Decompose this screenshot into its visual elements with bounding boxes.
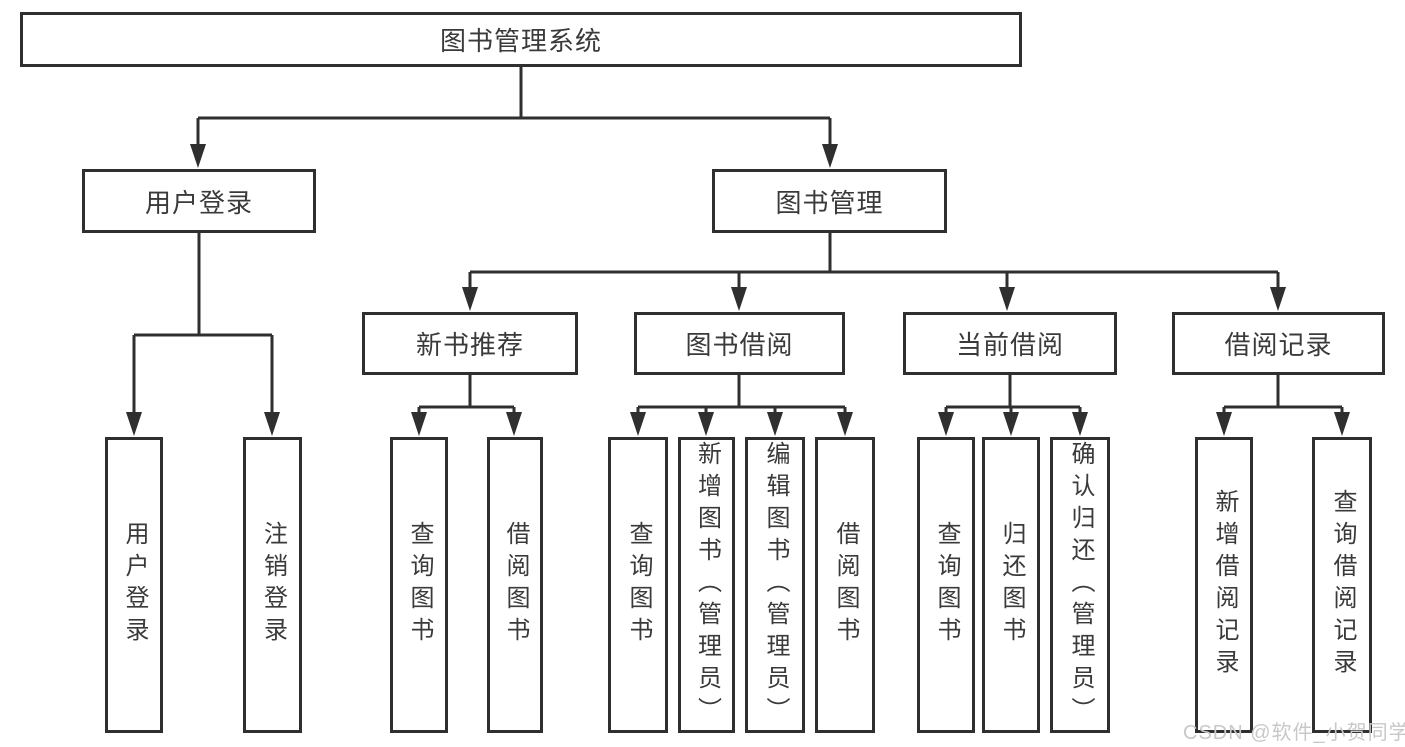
node-book-borrow-label: 图书借阅 <box>685 330 794 360</box>
leaf-borrow-book-label: 借阅图书 <box>832 521 859 649</box>
leaf-recommend-borrow-book: 借阅图书 <box>487 437 543 733</box>
leaf-edit-book-admin: 编辑图书（管理员） <box>745 437 805 733</box>
leaf-confirm-return-admin: 确认归还（管理员） <box>1050 437 1110 733</box>
leaf-add-borrow-record: 新增借阅记录 <box>1195 437 1253 733</box>
leaf-user-login: 用户登录 <box>105 437 163 733</box>
node-book-management: 图书管理 <box>712 169 947 233</box>
node-root: 图书管理系统 <box>20 12 1022 67</box>
leaf-user-login-label: 用户登录 <box>121 521 148 649</box>
leaf-borrow-query-book-label: 查询图书 <box>625 521 652 649</box>
node-borrow-records-label: 借阅记录 <box>1224 330 1333 360</box>
leaf-borrow-book: 借阅图书 <box>815 437 875 733</box>
node-borrow-records: 借阅记录 <box>1172 312 1385 375</box>
node-book-borrow: 图书借阅 <box>634 312 845 375</box>
leaf-current-query-book-label: 查询图书 <box>933 521 960 649</box>
csdn-watermark: CSDN @软件_小贺同学 <box>1183 722 1405 744</box>
node-current-borrow: 当前借阅 <box>903 312 1117 375</box>
leaf-add-borrow-record-label: 新增借阅记录 <box>1211 489 1238 681</box>
node-root-label: 图书管理系统 <box>439 26 602 56</box>
leaf-query-borrow-record: 查询借阅记录 <box>1312 437 1372 733</box>
arrowhead-icons <box>126 144 1350 436</box>
node-new-book-recommend-label: 新书推荐 <box>415 330 524 360</box>
leaf-current-query-book: 查询图书 <box>917 437 975 733</box>
leaf-recommend-query-book-label: 查询图书 <box>406 521 433 649</box>
leaf-logout-label: 注销登录 <box>259 521 287 649</box>
leaf-edit-book-admin-label: 编辑图书（管理员） <box>762 441 789 729</box>
leaf-logout: 注销登录 <box>243 437 302 733</box>
node-current-borrow-label: 当前借阅 <box>955 330 1064 360</box>
node-user-login-label: 用户登录 <box>144 187 253 218</box>
leaf-recommend-query-book: 查询图书 <box>390 437 448 733</box>
node-book-management-label: 图书管理 <box>775 187 884 218</box>
leaf-query-borrow-record-label: 查询借阅记录 <box>1329 489 1356 681</box>
leaf-add-book-admin: 新增图书（管理员） <box>678 437 735 733</box>
node-new-book-recommend: 新书推荐 <box>362 312 578 375</box>
leaf-borrow-query-book: 查询图书 <box>608 437 668 733</box>
leaf-add-book-admin-label: 新增图书（管理员） <box>693 441 721 729</box>
leaf-return-book-label: 归还图书 <box>998 521 1025 649</box>
leaf-recommend-borrow-book-label: 借阅图书 <box>502 521 529 649</box>
leaf-confirm-return-admin-label: 确认归还（管理员） <box>1067 441 1094 729</box>
leaf-return-book: 归还图书 <box>982 437 1040 733</box>
node-user-login: 用户登录 <box>82 169 316 233</box>
